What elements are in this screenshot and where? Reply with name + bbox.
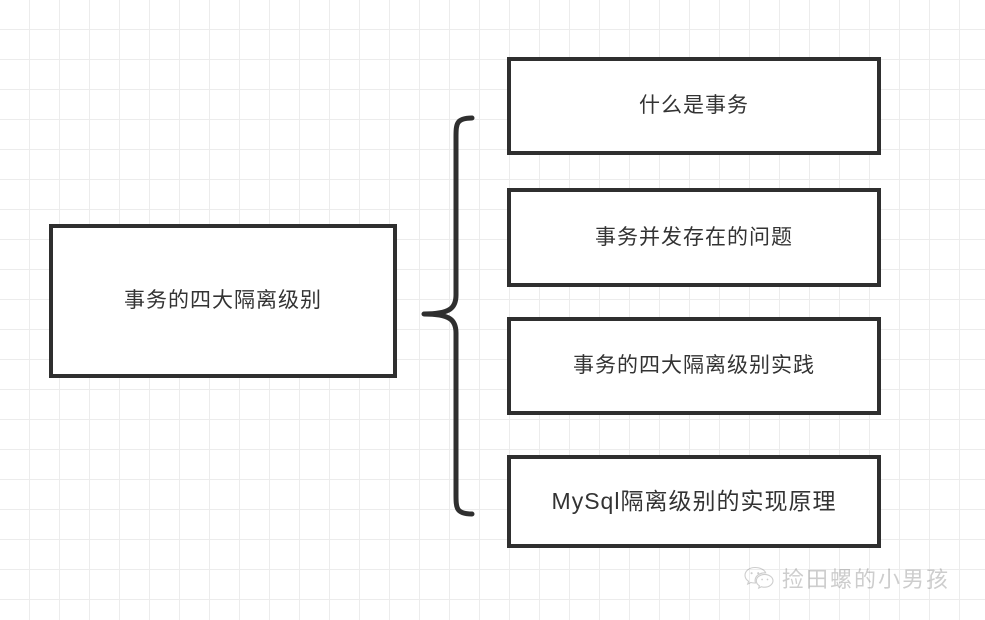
wechat-icon [744,566,774,590]
branch-node-label: 什么是事务 [639,94,749,118]
watermark-text: 捡田螺的小男孩 [782,567,951,592]
root-node[interactable]: 事务的四大隔离级别 [49,224,397,378]
root-node-label: 事务的四大隔离级别 [124,289,322,313]
branch-node-label: 事务的四大隔离级别实践 [573,354,815,378]
curly-brace-connector [421,115,475,517]
branch-node-isolation-levels-practice[interactable]: 事务的四大隔离级别实践 [507,317,881,415]
watermark: 捡田螺的小男孩 [744,562,950,594]
branch-node-label: 事务并发存在的问题 [595,225,793,249]
branch-node-mysql-isolation-principle[interactable]: MySql隔离级别的实现原理 [507,455,881,548]
branch-node-label: MySql隔离级别的实现原理 [551,487,837,514]
branch-node-concurrency-problems[interactable]: 事务并发存在的问题 [507,188,881,287]
branch-node-what-is-transaction[interactable]: 什么是事务 [507,57,881,155]
